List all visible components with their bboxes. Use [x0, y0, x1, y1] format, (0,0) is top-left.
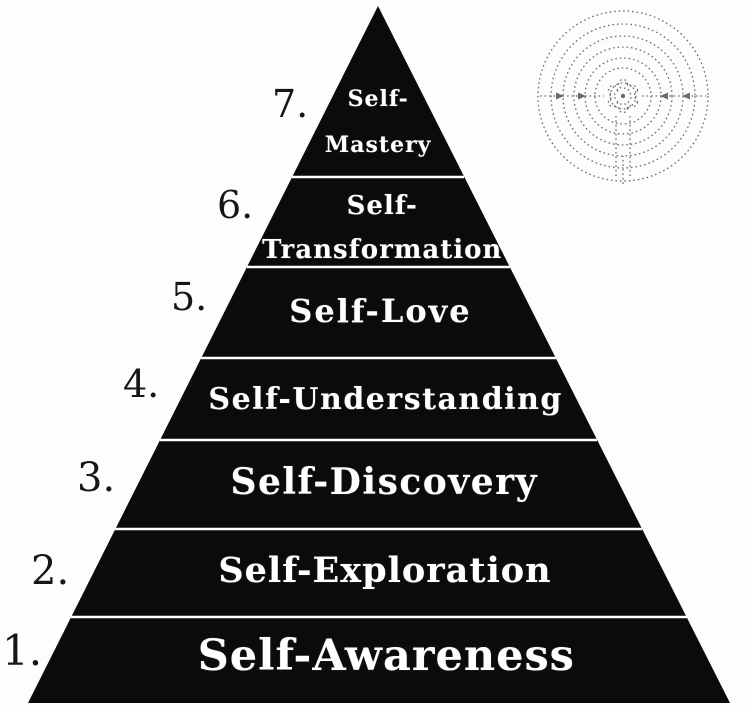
level-number-3: 3.: [77, 455, 116, 501]
level-number-1: 1.: [2, 626, 43, 675]
level-label-self-transformation: Self- Transformation: [262, 184, 502, 272]
level-label-line: Transformation: [262, 235, 503, 265]
level-label-line: Self-: [346, 191, 418, 221]
level-label-self-mastery: Self- Mastery: [325, 76, 432, 168]
level-label-self-discovery: Self-Discovery: [230, 461, 538, 503]
level-label-self-love: Self-Love: [289, 292, 472, 330]
level-label-line: Mastery: [324, 132, 432, 158]
labyrinth-icon: [537, 10, 709, 184]
level-label-self-understanding: Self-Understanding: [208, 382, 563, 417]
labyrinth-arrows: [556, 92, 690, 100]
level-number-2: 2.: [31, 548, 70, 594]
level-label-self-awareness: Self-Awareness: [197, 631, 575, 681]
level-number-7: 7.: [272, 82, 309, 126]
level-number-5: 5.: [171, 275, 208, 319]
level-label-self-exploration: Self-Exploration: [218, 550, 552, 591]
level-label-line: Self-: [347, 86, 409, 112]
level-number-4: 4.: [123, 362, 160, 406]
level-divider-lines: [71, 175, 687, 619]
level-number-6: 6.: [217, 183, 254, 227]
